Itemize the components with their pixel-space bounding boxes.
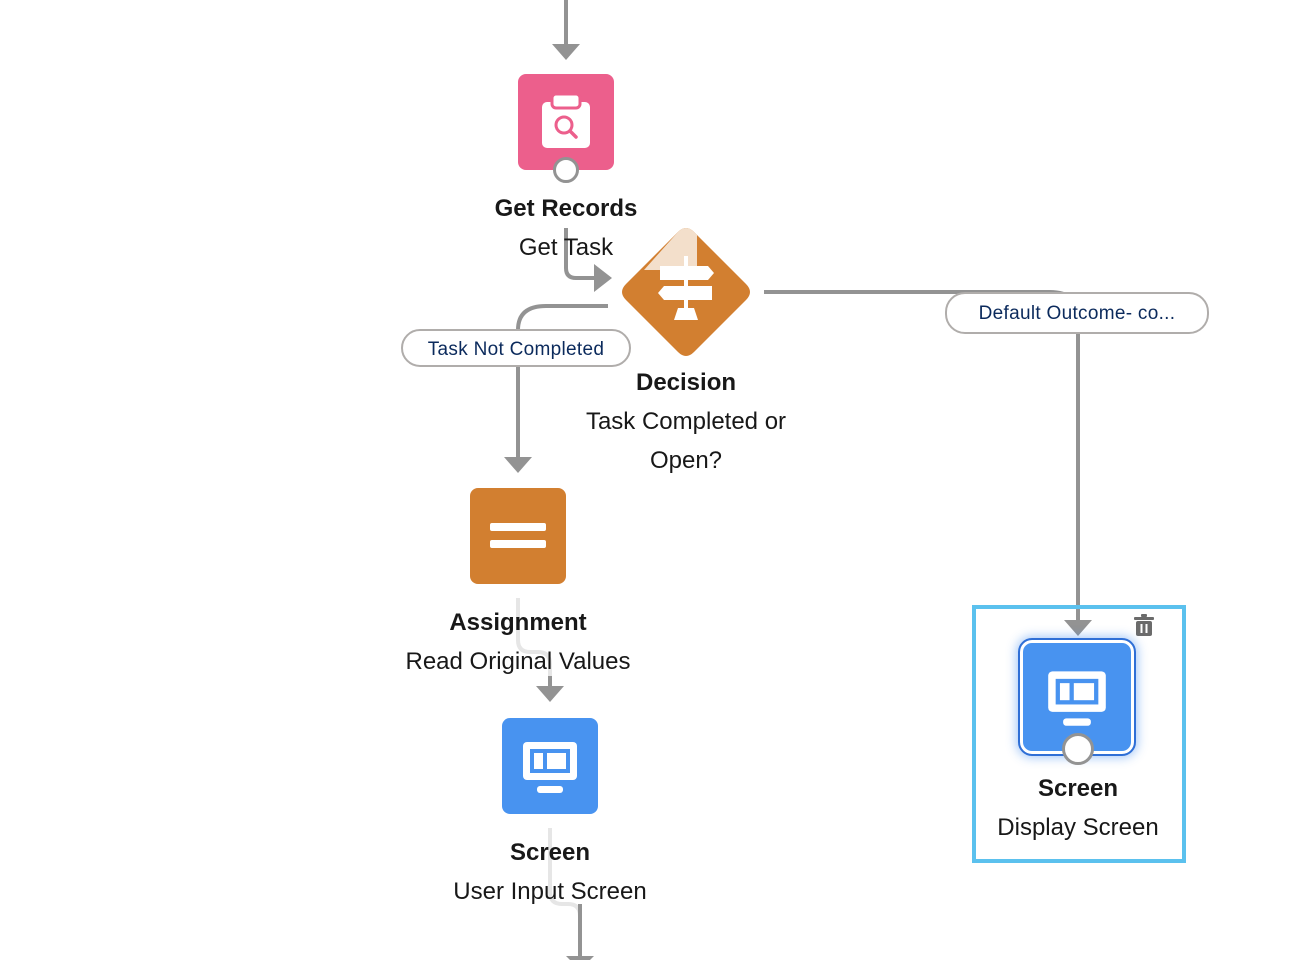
- monitor-icon: [523, 742, 577, 793]
- arrowhead: [566, 956, 594, 960]
- monitor-icon: [1048, 671, 1106, 726]
- assignment-node[interactable]: [470, 488, 566, 584]
- node-type-label: Get Records: [494, 195, 638, 222]
- arrowhead: [594, 264, 612, 292]
- connector-get-records-to-decision: [564, 228, 596, 280]
- node-type-label: Decision: [635, 369, 737, 396]
- get-records-text: Get Records Get Task: [416, 189, 716, 267]
- get-records-connector-handle[interactable]: [553, 157, 579, 183]
- selected-node-frame: [972, 605, 1186, 863]
- arrowhead: [504, 457, 532, 473]
- node-type-label: Screen: [1037, 775, 1119, 802]
- arrowhead: [552, 44, 580, 60]
- screen-input-node[interactable]: [502, 718, 598, 814]
- node-label: Get Task: [518, 234, 614, 261]
- equals-icon: [490, 523, 546, 548]
- connector-assignment-to-screen: [516, 598, 552, 688]
- decision-node[interactable]: [620, 226, 752, 358]
- outcome-default[interactable]: Default Outcome- co...: [945, 292, 1209, 334]
- node-label: User Input Screen: [453, 878, 647, 905]
- clipboard-search-icon: [542, 92, 590, 148]
- node-label: Display Screen: [997, 814, 1159, 841]
- get-records-node[interactable]: [518, 74, 614, 170]
- arrowhead: [536, 686, 564, 702]
- arrowhead: [1064, 620, 1092, 636]
- node-type-label: Screen: [509, 839, 591, 866]
- node-label: Open?: [649, 447, 723, 474]
- assignment-text: Assignment Read Original Values: [368, 603, 668, 681]
- delete-button[interactable]: [1133, 613, 1155, 637]
- screen-input-text: Screen User Input Screen: [400, 833, 700, 911]
- screen-display-connector-handle[interactable]: [1062, 733, 1094, 765]
- decision-text: Decision Task Completed or Open?: [536, 363, 836, 480]
- signpost-icon: [622, 228, 750, 356]
- node-label: Read Original Values: [405, 648, 631, 675]
- node-type-label: Assignment: [449, 609, 587, 636]
- outcome-task-not-completed[interactable]: Task Not Completed: [401, 329, 631, 367]
- node-label: Task Completed or: [585, 408, 787, 435]
- trash-icon: [1134, 614, 1154, 636]
- screen-display-text: Screen Display Screen: [928, 769, 1228, 847]
